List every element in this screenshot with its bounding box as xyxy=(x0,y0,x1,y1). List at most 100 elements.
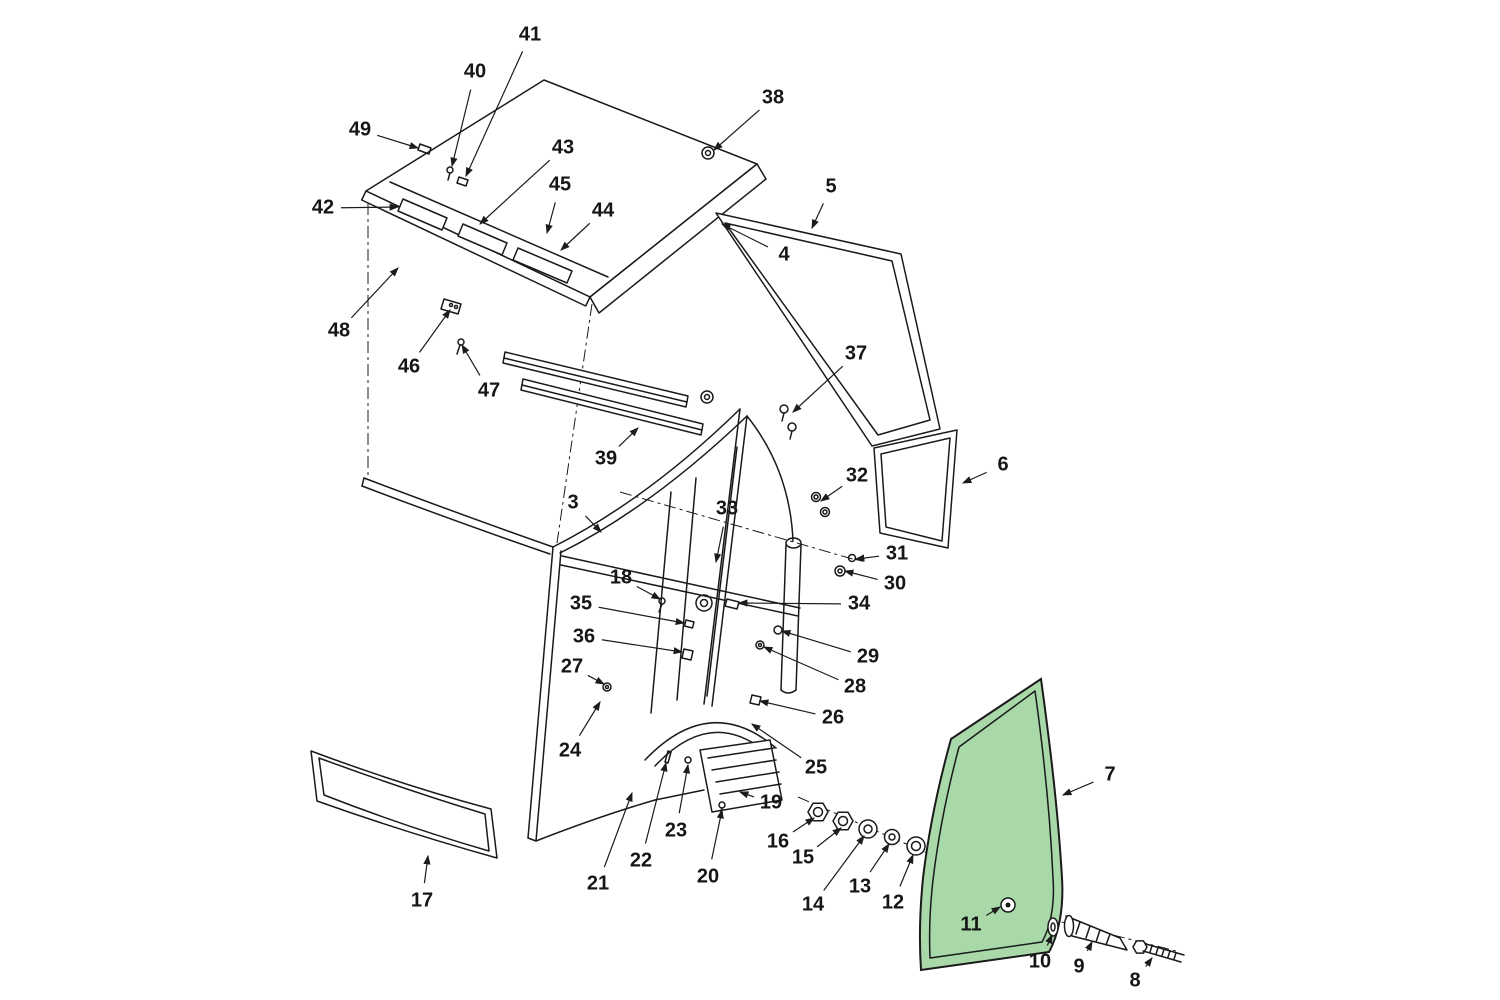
part-label-34: 34 xyxy=(737,592,871,614)
part-number: 36 xyxy=(573,625,595,647)
leader-line xyxy=(961,471,987,484)
roof-clip xyxy=(417,143,432,155)
pin xyxy=(664,750,672,764)
part-label-47: 47 xyxy=(461,343,500,401)
part-label-42: 42 xyxy=(312,196,400,218)
leader-line xyxy=(636,586,662,600)
leader-line xyxy=(792,817,815,833)
part-number: 40 xyxy=(464,60,486,82)
frame-bolt xyxy=(773,625,783,635)
part-number: 25 xyxy=(805,756,827,778)
leader-line xyxy=(644,761,668,844)
leader-line xyxy=(985,906,1002,917)
part-number: 13 xyxy=(849,875,871,897)
part-number: 46 xyxy=(398,355,420,377)
leader-line xyxy=(585,515,602,533)
part-label-28: 28 xyxy=(762,646,866,697)
part-number: 5 xyxy=(825,175,836,197)
leader-line xyxy=(811,203,824,230)
part-label-39: 39 xyxy=(595,427,639,469)
part-label-10: 10 xyxy=(1029,933,1053,972)
part-number: 12 xyxy=(882,891,904,913)
leader-line xyxy=(899,853,914,887)
leader-line xyxy=(450,89,472,168)
part-label-31: 31 xyxy=(854,542,908,564)
part-number: 33 xyxy=(716,497,738,519)
fastener-cluster xyxy=(807,802,926,856)
part-label-45: 45 xyxy=(545,173,571,235)
part-label-46: 46 xyxy=(398,309,451,377)
leader-line xyxy=(350,267,399,319)
part-number: 45 xyxy=(549,173,571,195)
part-label-12: 12 xyxy=(882,853,914,913)
part-label-30: 30 xyxy=(843,569,906,594)
plate-screw xyxy=(457,338,465,346)
cab-frame xyxy=(361,408,864,842)
part-label-49: 49 xyxy=(349,118,420,149)
part-label-8: 8 xyxy=(1129,957,1153,991)
leader-line xyxy=(713,109,760,151)
part-number: 18 xyxy=(610,566,632,588)
leader-line xyxy=(823,835,865,891)
leader-line xyxy=(737,599,842,607)
nut xyxy=(810,491,822,503)
part-number: 44 xyxy=(592,199,615,221)
part-number: 8 xyxy=(1129,969,1140,991)
grab-post-top xyxy=(785,537,802,549)
part-number: 41 xyxy=(519,23,541,45)
part-number: 26 xyxy=(822,706,844,728)
frame-bolt xyxy=(602,682,612,692)
leader-line xyxy=(587,674,606,685)
part-number: 19 xyxy=(760,791,782,813)
slider-rails xyxy=(440,298,797,440)
leader-line xyxy=(714,526,724,564)
leader-line xyxy=(780,629,851,653)
part-label-23: 23 xyxy=(665,763,691,841)
part-label-9: 9 xyxy=(1073,940,1093,977)
leader-line xyxy=(762,646,839,681)
part-number: 42 xyxy=(312,196,334,218)
frame-stud xyxy=(724,598,740,610)
part-label-3: 3 xyxy=(567,491,602,533)
part-label-37: 37 xyxy=(792,342,867,413)
leader-line xyxy=(854,554,880,562)
part-label-6: 6 xyxy=(961,453,1009,484)
part-label-11: 11 xyxy=(960,906,1002,935)
part-number: 49 xyxy=(349,118,371,140)
part-number: 21 xyxy=(587,872,609,894)
part-label-18: 18 xyxy=(610,566,662,600)
leader-line xyxy=(340,203,400,211)
nut xyxy=(819,506,831,518)
leader-line xyxy=(820,485,843,502)
door-glass-pane xyxy=(918,677,1064,972)
part-label-36: 36 xyxy=(573,625,684,655)
part-label-43: 43 xyxy=(479,136,574,225)
frame-clip xyxy=(683,619,695,629)
leader-line xyxy=(758,699,816,715)
part-label-22: 22 xyxy=(630,761,668,871)
part-number: 3 xyxy=(567,491,578,513)
part-number: 22 xyxy=(630,849,652,871)
screw xyxy=(684,756,692,764)
frame-clip xyxy=(681,648,694,661)
part-number: 23 xyxy=(665,819,687,841)
washer xyxy=(883,828,901,846)
part-number: 30 xyxy=(884,572,906,594)
leader-line xyxy=(738,791,755,799)
leader-line xyxy=(465,51,524,178)
leader-line xyxy=(1084,940,1093,952)
leader-line xyxy=(792,365,844,413)
part-label-32: 32 xyxy=(820,464,868,502)
roof-grommet xyxy=(701,146,715,160)
part-number: 17 xyxy=(411,889,433,911)
leader-line xyxy=(711,808,724,860)
part-label-20: 20 xyxy=(697,808,724,887)
part-number: 14 xyxy=(802,893,825,915)
part-label-13: 13 xyxy=(849,843,890,897)
part-label-5: 5 xyxy=(811,175,837,230)
leader-line xyxy=(816,827,842,848)
part-number: 48 xyxy=(328,319,350,341)
frame-bolt xyxy=(755,640,765,650)
bushing xyxy=(906,836,926,856)
leader-line xyxy=(751,723,802,759)
